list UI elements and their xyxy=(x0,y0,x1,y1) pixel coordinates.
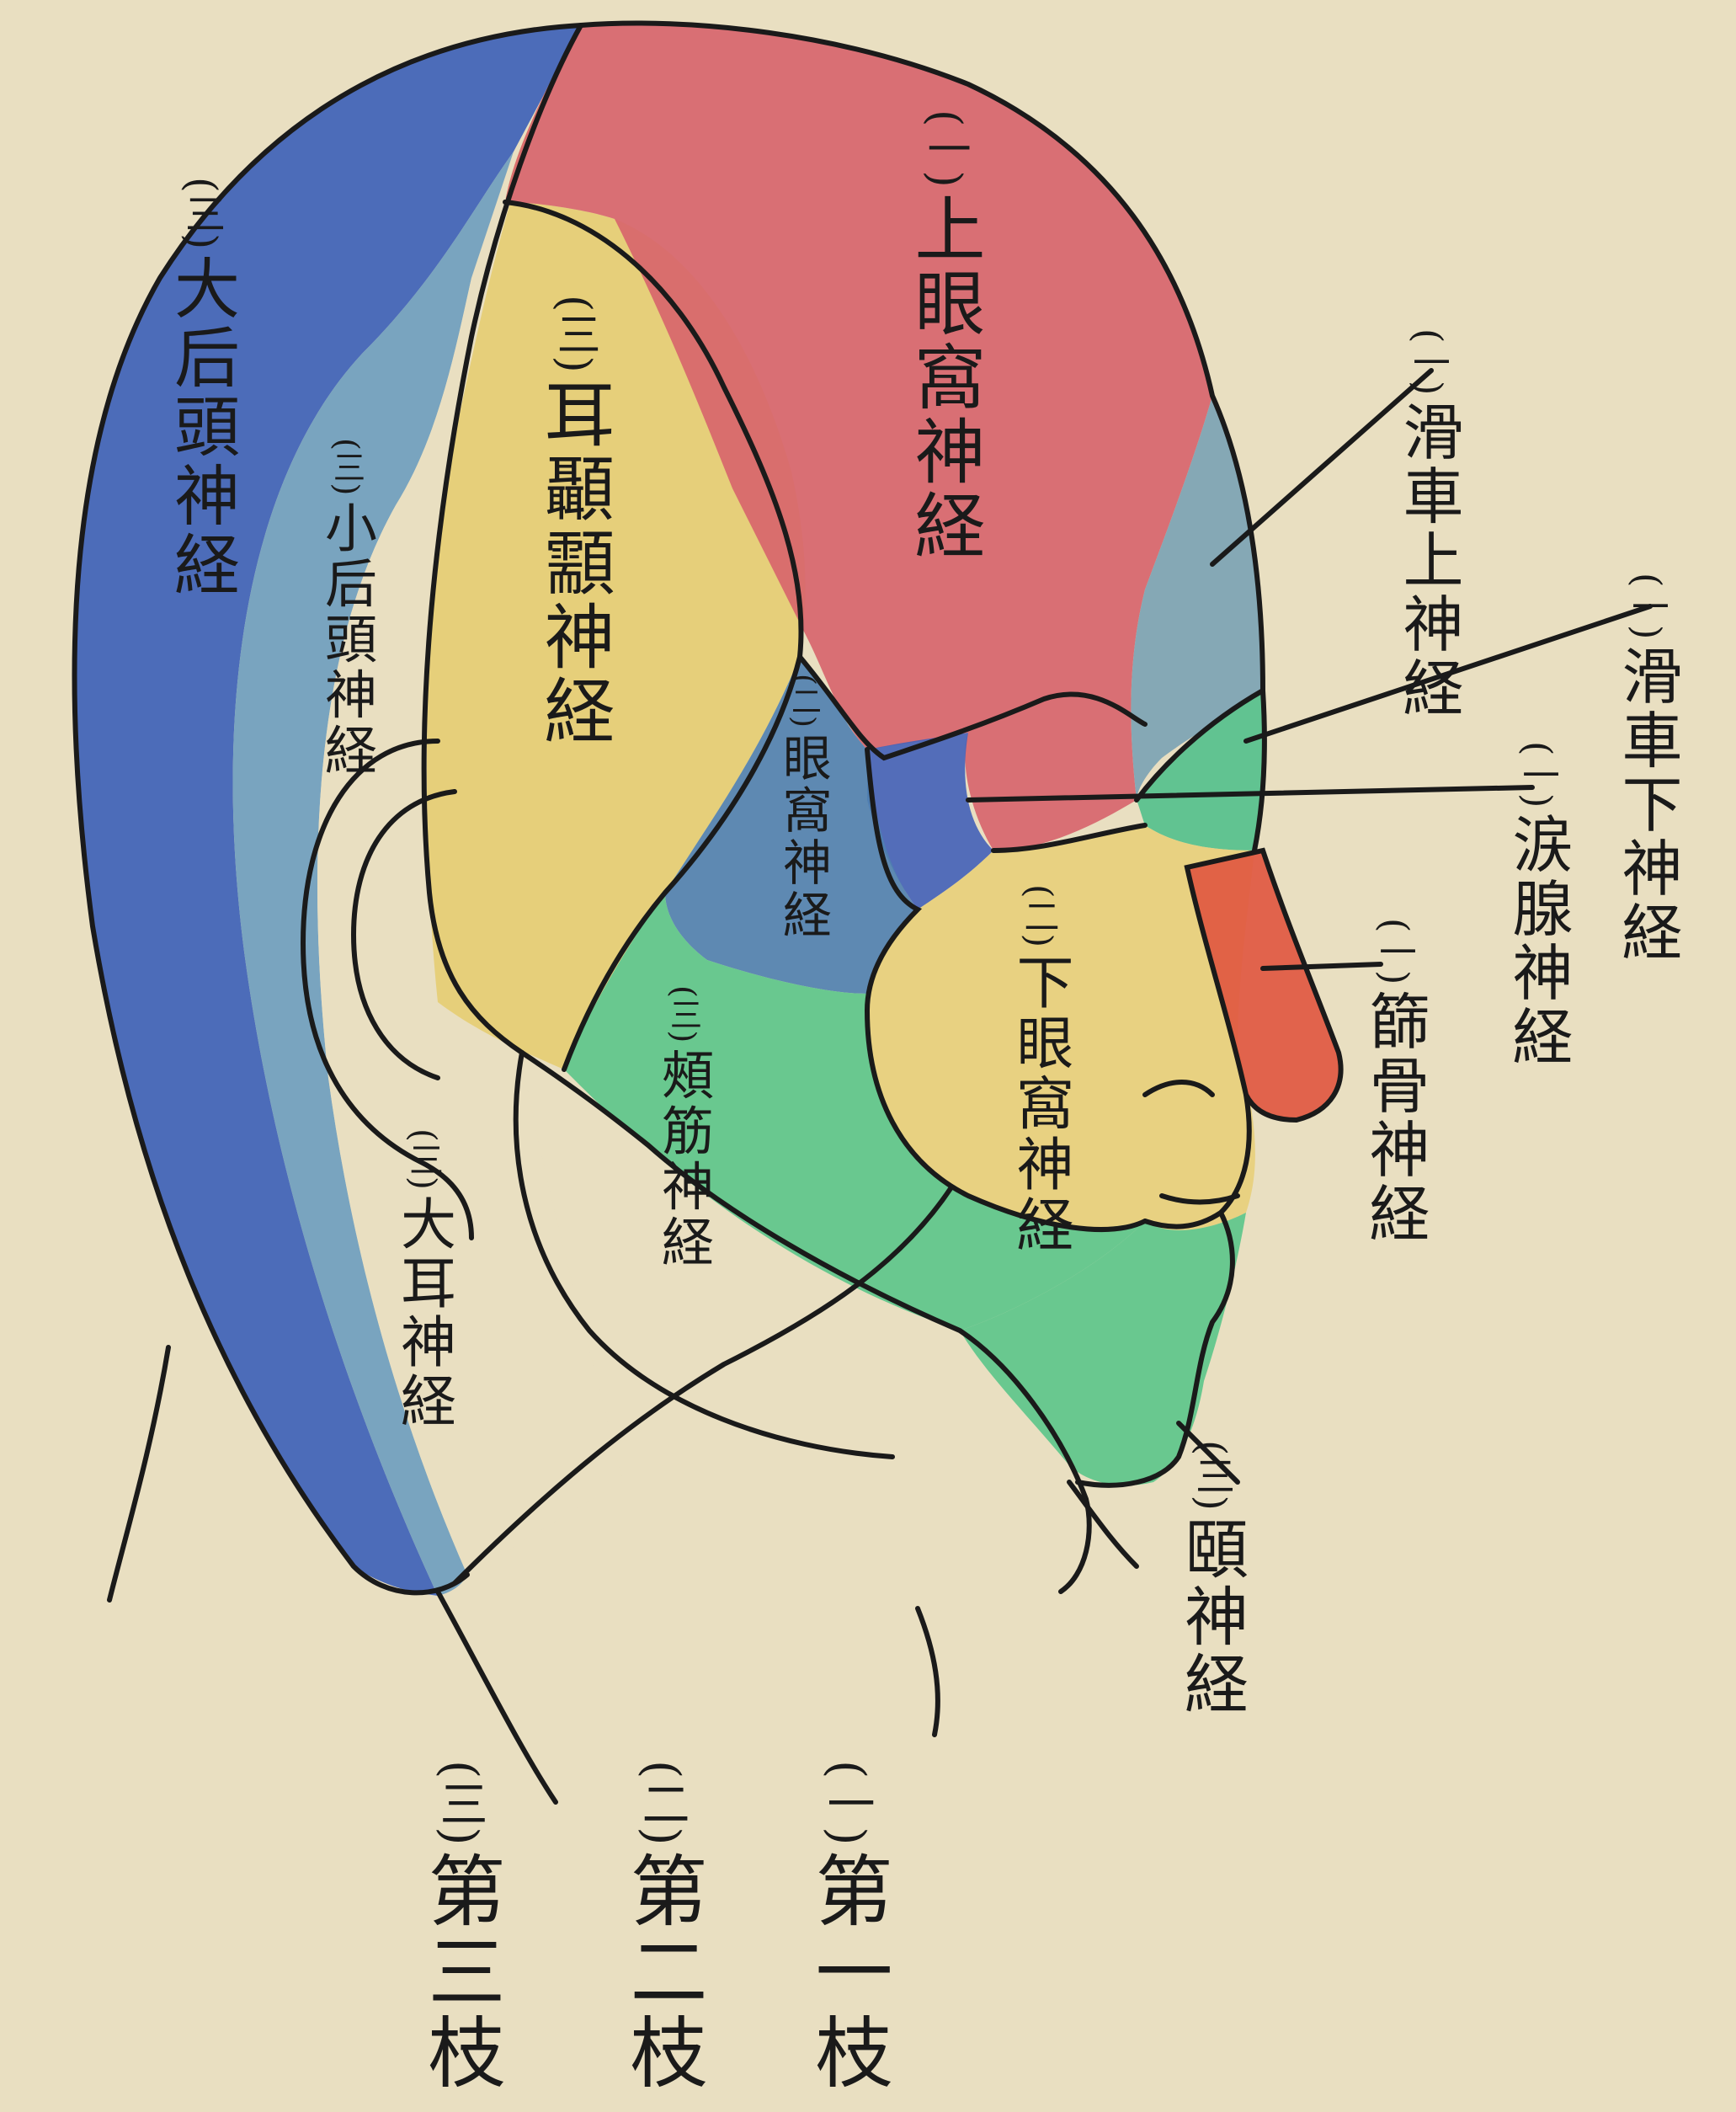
label-auriculotemporal: (三)耳顳顬神経 xyxy=(539,295,610,749)
label-ethmoidal: (一)篩骨神経 xyxy=(1364,918,1424,1245)
label-supraorbital: (一)上眼窩神経 xyxy=(909,109,980,563)
label-greater-occipital: (三)大后頭神経 xyxy=(168,177,234,600)
label-lacrimal: (一)涙腺神経 xyxy=(1507,741,1568,1069)
label-mental: (三)頤神経 xyxy=(1179,1440,1243,1718)
legend-third-branch: (三)第三枝 xyxy=(421,1760,498,2093)
legend-second-branch: (二)第二枝 xyxy=(623,1760,700,2093)
label-zygomatic: (二)眼窩神経 xyxy=(779,674,828,941)
label-infratrochlear: (一)滑車下神経 xyxy=(1616,573,1677,964)
label-buccal: (三)頰筋神経 xyxy=(657,985,709,1270)
label-lesser-occipital: (三)小后頭神経 xyxy=(320,438,372,778)
label-infraorbital: (二)下眼窩神経 xyxy=(1010,884,1068,1256)
label-supratrochlear: (一)滑車上神経 xyxy=(1398,328,1458,720)
legend-first-branch: (一)第一枝 xyxy=(808,1760,886,2093)
label-great-auricular: (三)大耳神経 xyxy=(396,1128,451,1431)
